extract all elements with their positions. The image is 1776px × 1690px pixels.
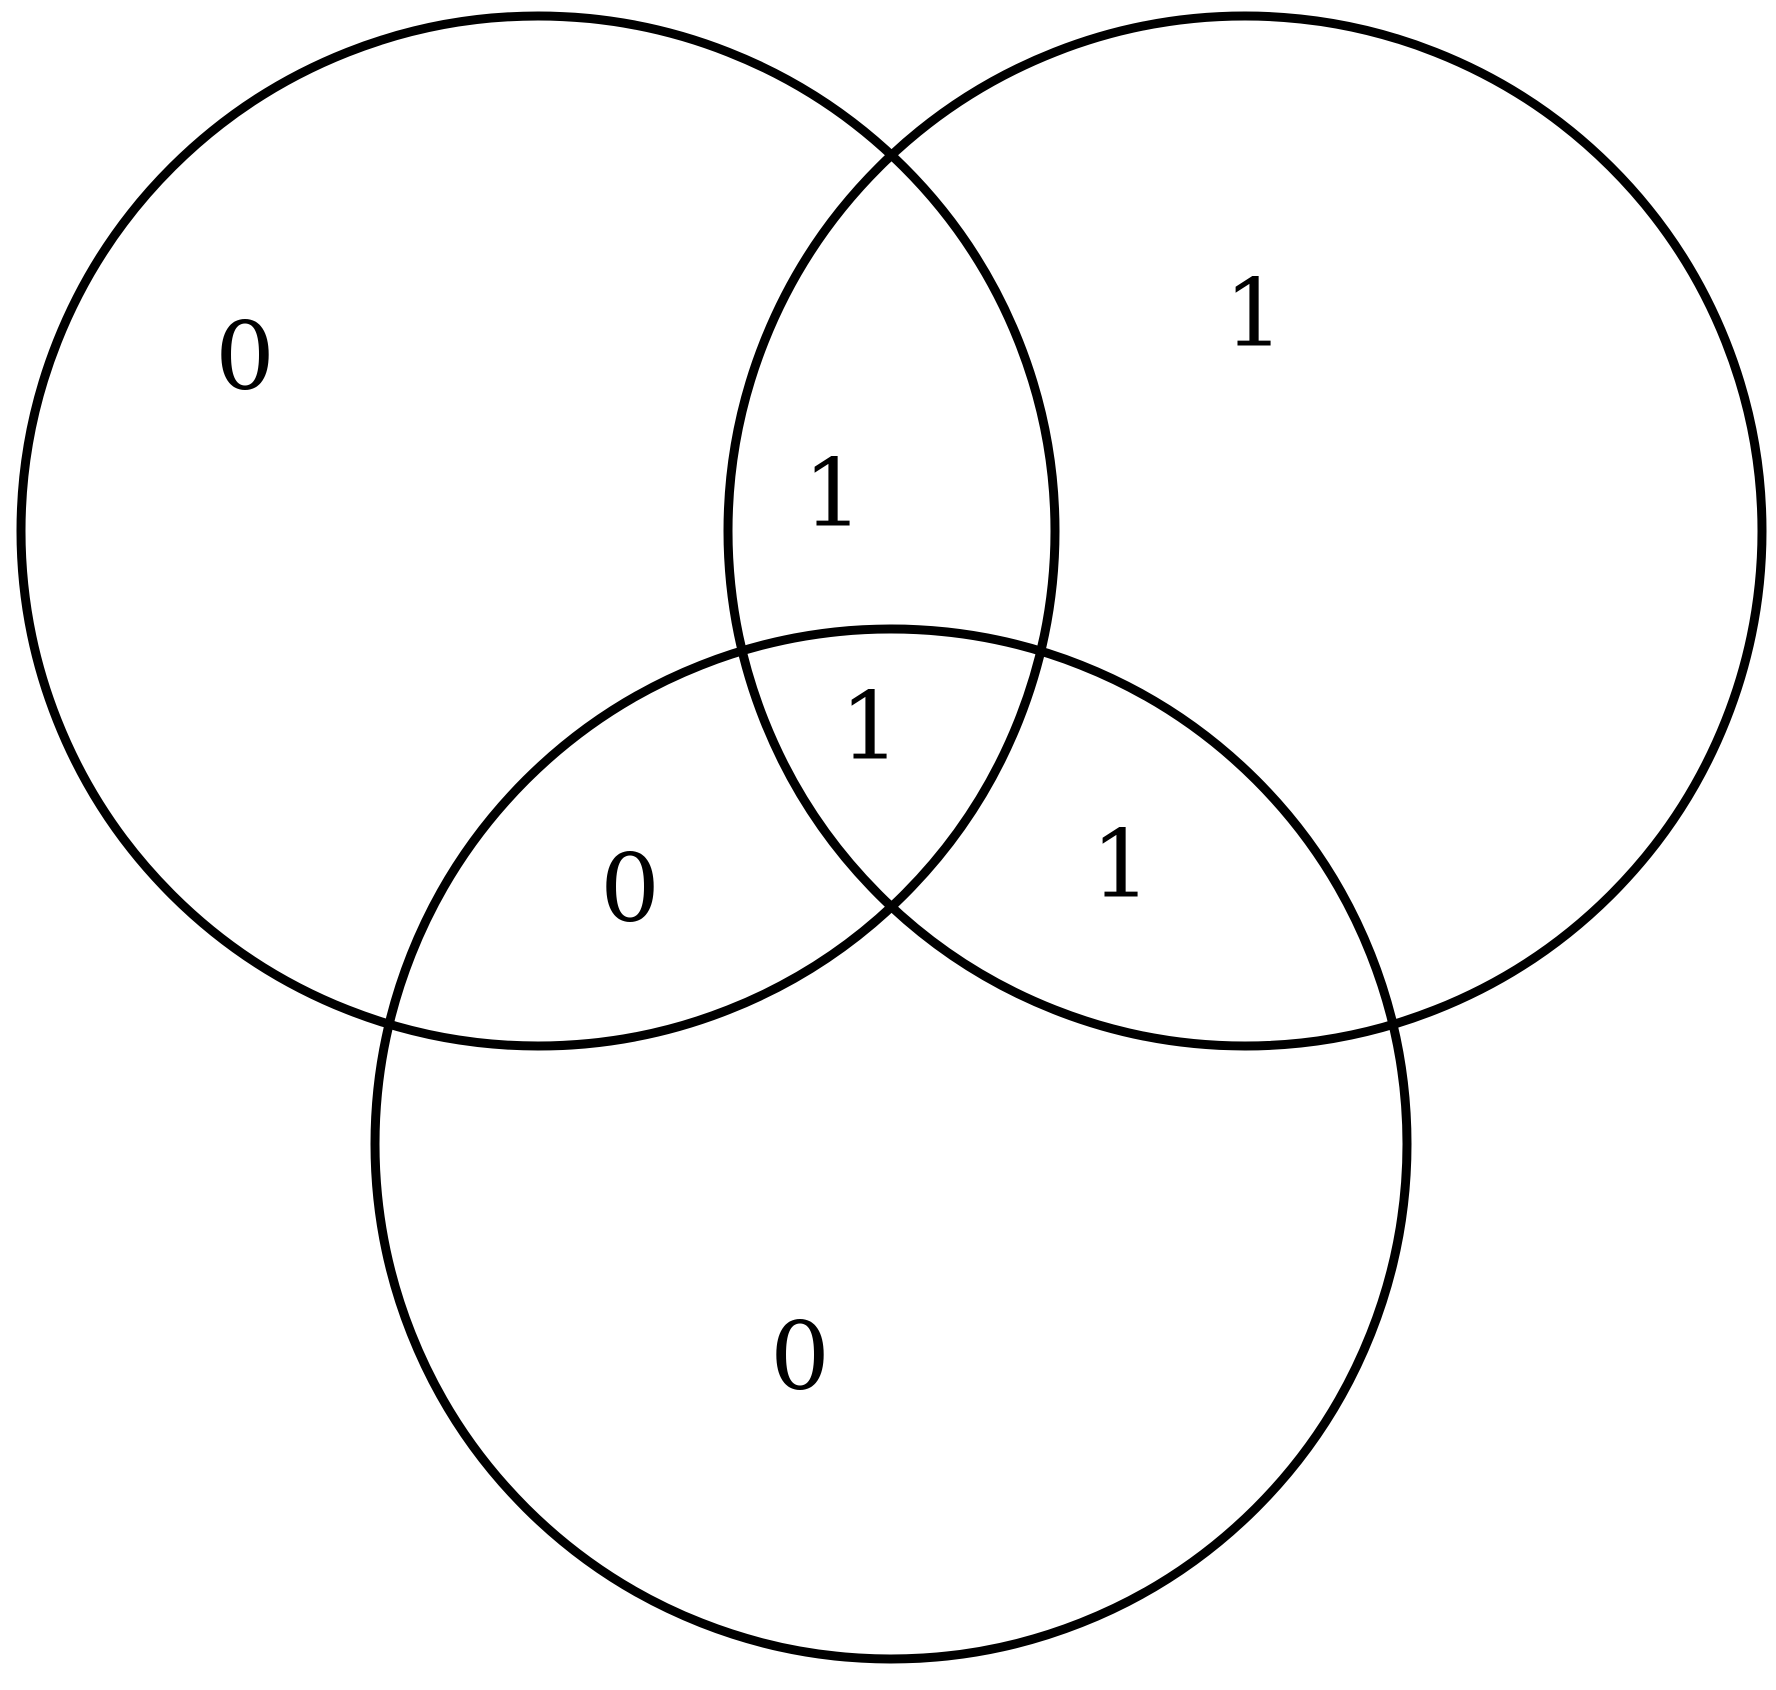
region-only-bottom-label: 0 (770, 1303, 830, 1412)
region-left-right-label: 1 (803, 440, 863, 549)
region-all-three-label: 1 (840, 673, 900, 782)
region-only-right-label: 1 (1224, 260, 1284, 369)
bottom-circle (370, 624, 1412, 1664)
region-only-left-label: 0 (215, 303, 275, 412)
region-left-bottom-label: 0 (600, 835, 660, 944)
region-right-bottom-label: 1 (1091, 811, 1151, 920)
left-circle (16, 11, 1060, 1051)
right-circle (723, 11, 1767, 1051)
